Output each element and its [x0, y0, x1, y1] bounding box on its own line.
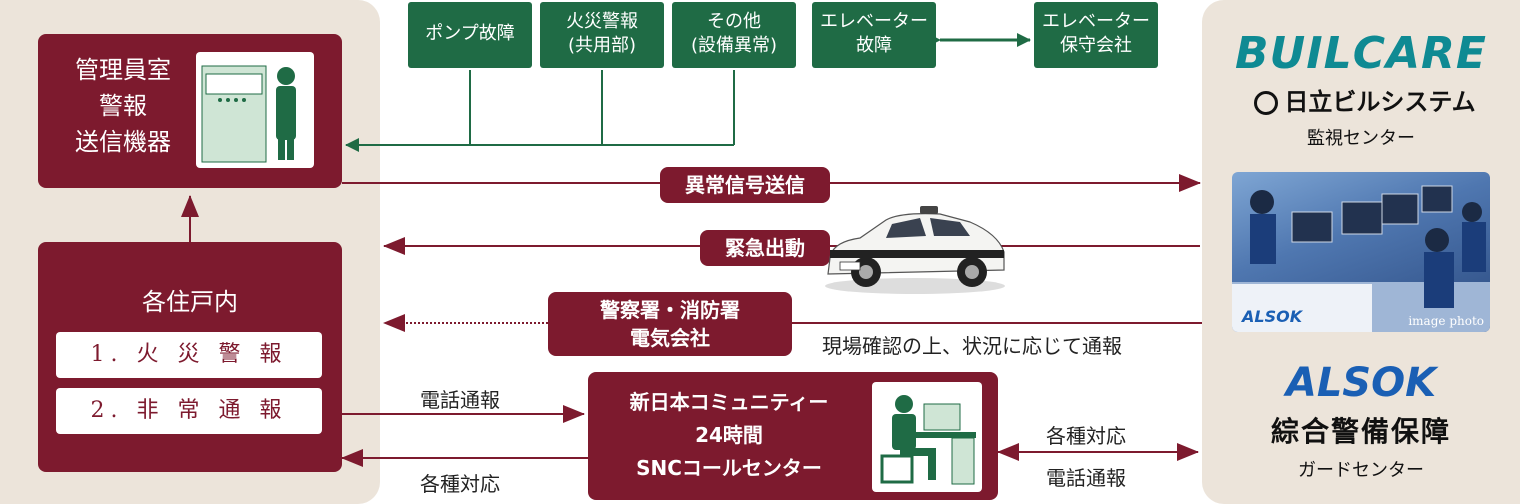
call-center-line: SNCコールセンター	[636, 456, 822, 480]
monitoring-room-photo: ALSOK image photo	[1232, 172, 1490, 332]
dwelling-title: 各住戸内	[142, 288, 238, 316]
monitoring-room-icon: ALSOK	[1232, 185, 1490, 332]
agency-line: 電気会社	[630, 326, 710, 350]
emergency-call-item: 2. 非 常 通 報	[56, 388, 322, 434]
transmitter-line: 管理員室	[75, 56, 171, 84]
alarm-label: その他	[707, 11, 761, 32]
hitachi-mark-icon	[1254, 91, 1279, 115]
control-panel-icon	[201, 65, 296, 163]
hitachi-name: 日立ビルシステム	[1284, 88, 1476, 116]
transmitter-box: 管理員室 警報 送信機器	[38, 34, 342, 188]
alarm-label: (設備異常)	[690, 35, 778, 56]
dwelling-box: 各住戸内 1. 火 災 警 報 2. 非 常 通 報	[38, 242, 342, 472]
alarm-label: 故障	[856, 35, 892, 56]
photo-alsok-sign: ALSOK	[1240, 307, 1304, 326]
agency-note: 現場確認の上、状況に応じて通報	[822, 334, 1122, 358]
patrol-car-icon	[825, 206, 1005, 294]
response-label: 各種対応	[420, 472, 500, 496]
alarm-label: エレベーター	[820, 11, 928, 32]
elevator-maintenance-company: エレベーター 保守会社	[1034, 2, 1158, 68]
transmitter-illustration	[196, 52, 314, 168]
right-phone-label: 電話通報	[1046, 466, 1126, 490]
fire-alarm-item: 1. 火 災 警 報	[56, 332, 322, 378]
alarm-fire-common: 火災警報 (共用部)	[540, 2, 664, 68]
guard-center-label: ガードセンター	[1298, 460, 1424, 481]
alarm-label: (共用部)	[567, 35, 637, 56]
signal-transmission-label: 異常信号送信	[660, 167, 830, 203]
transmitter-line: 送信機器	[75, 128, 171, 156]
alarm-elevator-failure: エレベーター 故障	[812, 2, 936, 68]
phone-report-label: 電話通報	[420, 388, 500, 412]
monitor-center-label: 監視センター	[1307, 128, 1415, 149]
alarm-other-equipment: その他 (設備異常)	[672, 2, 796, 68]
transmitter-line: 警報	[99, 92, 147, 120]
alarm-label: ポンプ故障	[425, 23, 515, 44]
sogo-keibi-name: 綜合警備保障	[1270, 415, 1451, 448]
photo-caption: image photo	[1408, 314, 1484, 328]
alarm-label: 保守会社	[1060, 35, 1132, 56]
call-center-box: 新日本コミュニティー 24時間 SNCコールセンター	[588, 372, 998, 500]
police-fire-electric-box: 警察署・消防署 電気会社	[548, 292, 792, 356]
right-response-label: 各種対応	[1046, 424, 1126, 448]
alsok-logo: ALSOK	[1285, 360, 1437, 406]
alarm-label: エレベーター	[1042, 11, 1150, 32]
alarm-label: 火災警報	[566, 11, 638, 32]
alarm-pump-failure: ポンプ故障	[408, 2, 532, 68]
emergency-dispatch-label: 緊急出動	[700, 230, 830, 266]
call-center-illustration	[872, 382, 982, 492]
hitachi-logo: 日立ビルシステム	[1240, 82, 1490, 117]
agency-line: 警察署・消防署	[600, 298, 740, 322]
call-center-line: 24時間	[695, 423, 763, 447]
call-center-line: 新日本コミュニティー	[629, 390, 829, 414]
builcare-logo: BUILCARE	[1235, 28, 1487, 79]
operator-desk-icon	[880, 395, 976, 485]
